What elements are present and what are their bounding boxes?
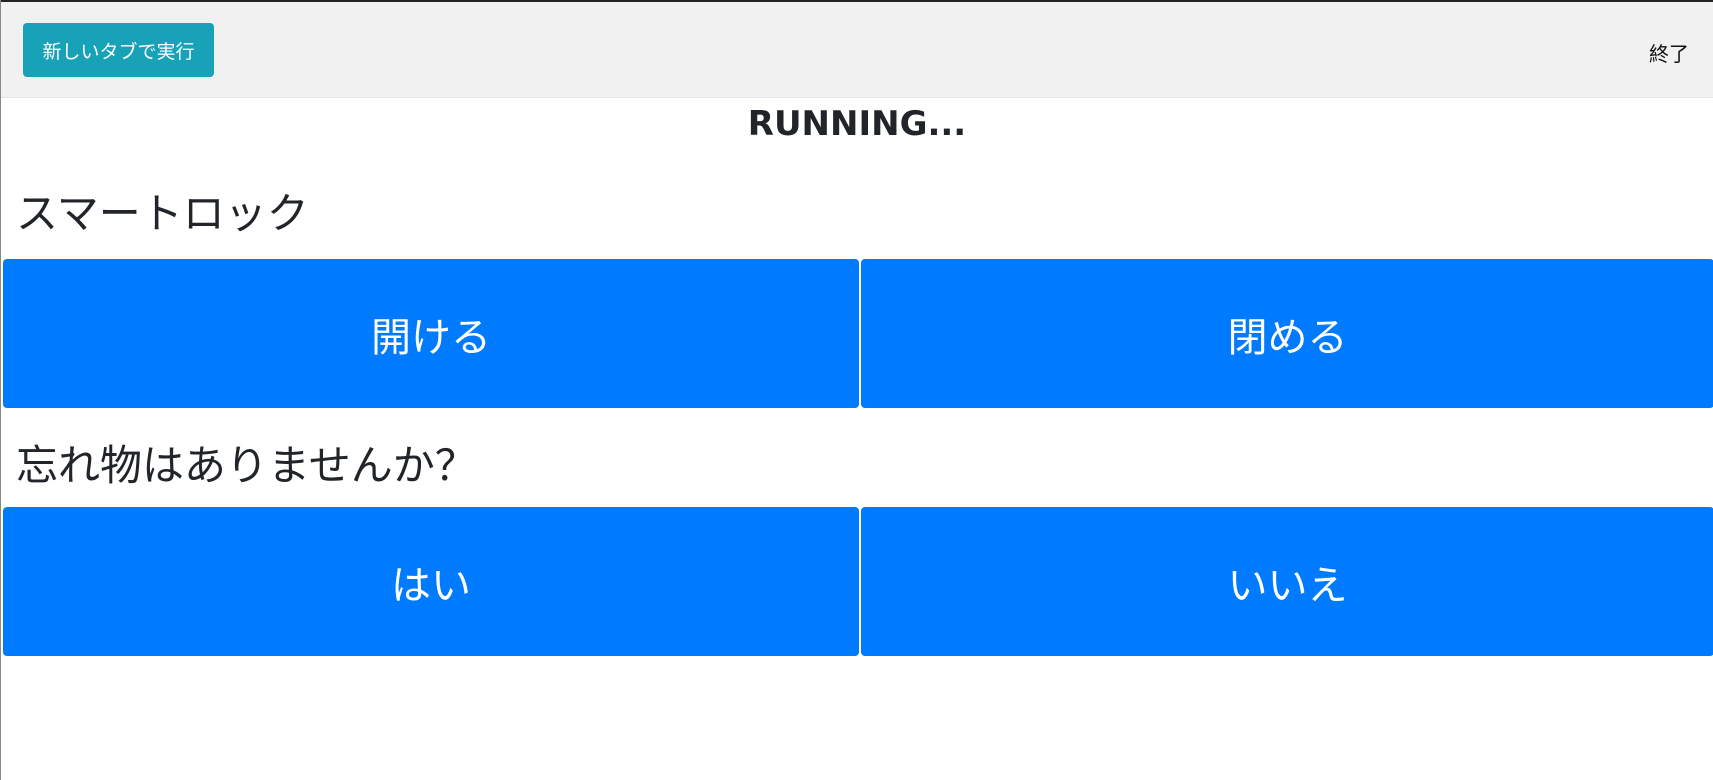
- header-bar: 新しいタブで実行 終了: [1, 2, 1713, 98]
- no-button[interactable]: いいえ: [861, 507, 1713, 656]
- run-in-new-tab-button[interactable]: 新しいタブで実行: [23, 23, 214, 77]
- section-label-forgotten-items: 忘れ物はありませんか？: [16, 441, 477, 490]
- section-label-smart-lock: スマートロック: [16, 189, 309, 238]
- close-button[interactable]: 閉める: [861, 259, 1713, 408]
- status-text: RUNNING...: [747, 104, 967, 144]
- window-top-strip: [1, 0, 1713, 2]
- open-button[interactable]: 開ける: [3, 259, 859, 408]
- yes-button[interactable]: はい: [3, 507, 859, 656]
- quit-link[interactable]: 終了: [1649, 42, 1689, 66]
